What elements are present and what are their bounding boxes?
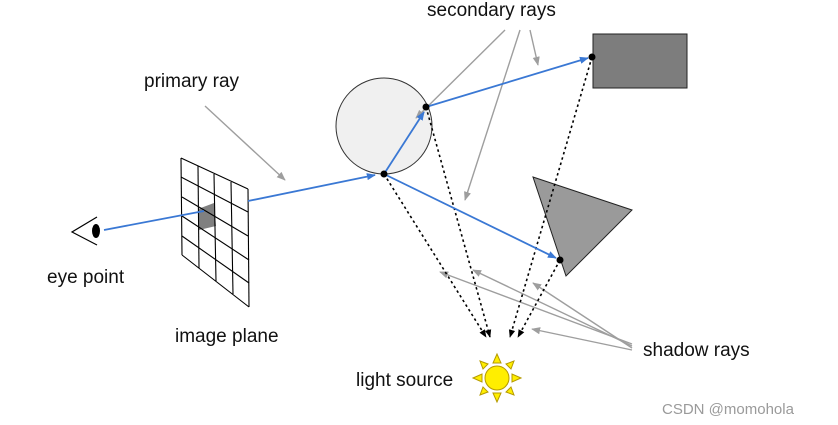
shadow-ray-pointer-4 xyxy=(531,327,633,351)
shadow-ray-pointer-3 xyxy=(532,282,633,349)
secondary-ray-pointer-1 xyxy=(415,29,506,119)
sphere xyxy=(335,77,433,175)
intersection-points xyxy=(380,53,596,264)
eye-icon xyxy=(70,216,100,246)
shadow-rays xyxy=(383,56,593,338)
secondary-ray-to-rectangle xyxy=(425,56,589,108)
highlighted-pixel xyxy=(198,203,216,230)
image-plane-grid xyxy=(180,157,250,308)
shadow-ray-pointer-2 xyxy=(472,269,633,347)
shadow-ray-2 xyxy=(425,106,492,338)
secondary-rays-label: secondary rays xyxy=(427,0,556,21)
eye-point-label: eye point xyxy=(47,267,125,288)
secondary-ray-reflect xyxy=(383,111,425,175)
shadow-ray-3 xyxy=(508,56,593,338)
secondary-ray-pointer-2 xyxy=(464,29,521,201)
eye-to-plane-ray xyxy=(103,210,205,231)
sun-icon xyxy=(471,352,523,404)
intersection-point xyxy=(556,256,564,264)
primary-ray xyxy=(247,173,376,202)
image-plane-label: image plane xyxy=(175,326,279,347)
secondary-ray-pointer-3 xyxy=(529,29,540,66)
light-source-label: light source xyxy=(356,370,453,391)
primary-ray-label: primary ray xyxy=(144,71,240,92)
label-pointers xyxy=(204,29,633,351)
intersection-point xyxy=(422,103,430,111)
rectangle-object xyxy=(592,33,688,89)
triangle-object xyxy=(532,176,633,277)
primary-ray-pointer xyxy=(204,105,286,181)
shadow-ray-1 xyxy=(383,173,487,338)
rays xyxy=(103,56,589,259)
shadow-ray-pointer-1 xyxy=(439,271,633,345)
shadow-rays-label: shadow rays xyxy=(643,340,750,361)
intersection-point xyxy=(588,53,596,61)
intersection-point xyxy=(380,170,388,178)
shadow-ray-4 xyxy=(517,259,561,338)
secondary-ray-to-triangle xyxy=(383,173,557,259)
watermark: CSDN @momohola xyxy=(662,401,795,418)
